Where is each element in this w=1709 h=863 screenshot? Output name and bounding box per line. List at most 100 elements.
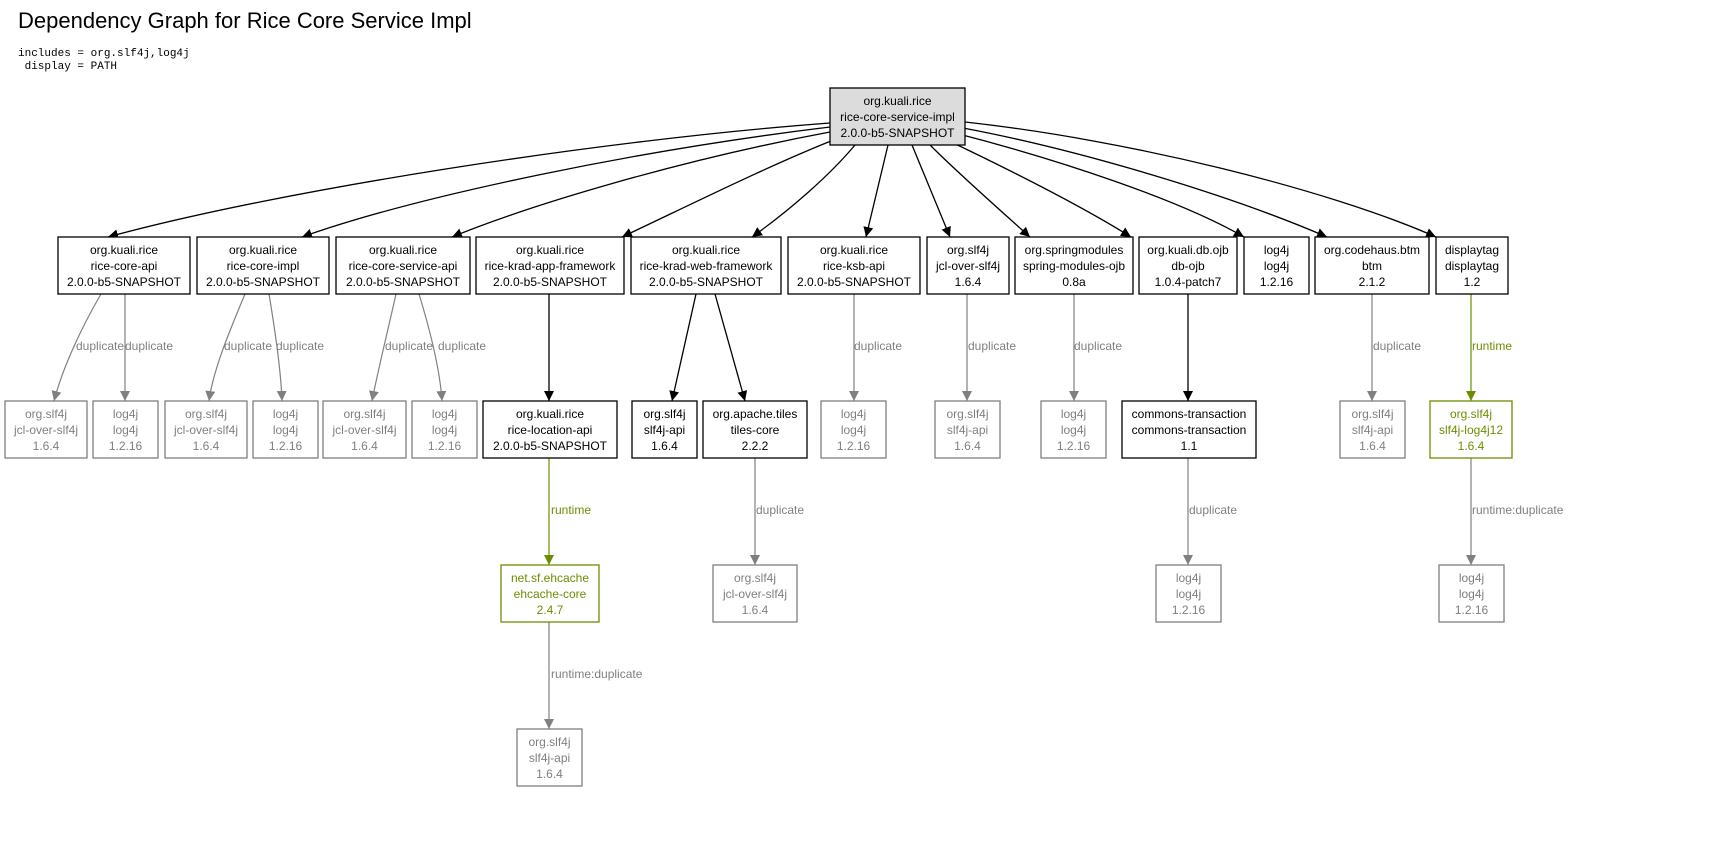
node-krad-web[interactable]: org.kuali.ricerice-krad-web-framework2.0…	[630, 236, 782, 295]
node-artifact-id: spring-modules-ojb	[1023, 259, 1125, 273]
node-version: 1.6.4	[651, 439, 678, 453]
node-group-id: org.kuali.rice	[90, 243, 158, 257]
node-box	[1014, 236, 1134, 295]
graph-parameters: includes = org.slf4j,log4j display = PAT…	[18, 48, 190, 74]
nodes-layer: org.kuali.ricerice-core-service-impl2.0.…	[4, 87, 1513, 787]
node-version: 1.2.16	[1260, 275, 1294, 289]
node-version: 2.0.0-b5-SNAPSHOT	[346, 275, 461, 289]
node-group-id: log4j	[1176, 571, 1201, 585]
node-group-id: org.slf4j	[643, 407, 685, 421]
node-box	[702, 400, 808, 459]
node-box	[252, 400, 319, 459]
edge-label: runtime	[551, 503, 591, 517]
node-location[interactable]: org.kuali.ricerice-location-api2.0.0-b5-…	[482, 400, 618, 459]
node-box	[926, 236, 1010, 295]
node-version: 1.6.4	[1359, 439, 1386, 453]
edge-line	[51, 293, 102, 402]
edge-label: runtime:duplicate	[551, 667, 643, 681]
node-artifact-id: jcl-over-slf4j	[173, 423, 238, 437]
node-version: 1.6.4	[193, 439, 220, 453]
node-artifact-id: log4j	[1176, 587, 1201, 601]
node-group-id: org.kuali.rice	[229, 243, 297, 257]
edge-core-impl-to-d4: duplicate	[268, 293, 324, 402]
node-group-id: org.slf4j	[947, 243, 989, 257]
node-core-service-api[interactable]: org.kuali.ricerice-core-service-api2.0.0…	[335, 236, 471, 295]
node-group-id: org.kuali.rice	[820, 243, 888, 257]
edge-line	[751, 144, 856, 238]
node-version: 1.6.4	[742, 603, 769, 617]
node-krad-app[interactable]: org.kuali.ricerice-krad-app-framework2.0…	[475, 236, 625, 295]
edge-root-to-krad-app	[621, 138, 837, 238]
node-box	[631, 400, 698, 459]
node-root[interactable]: org.kuali.ricerice-core-service-impl2.0.…	[829, 87, 966, 146]
node-version: 1.6.4	[954, 439, 981, 453]
node-artifact-id: log4j	[113, 423, 138, 437]
edge-krad-web-to-tiles	[714, 293, 748, 402]
edge-line	[944, 138, 1132, 238]
edge-label: duplicate	[756, 503, 804, 517]
node-group-id: org.slf4j	[946, 407, 988, 421]
node-box	[500, 564, 600, 623]
node-core-api[interactable]: org.kuali.ricerice-core-api2.0.0-b5-SNAP…	[57, 236, 191, 295]
node-version: 2.1.2	[1359, 275, 1386, 289]
edge-slf4jlog4j-to-d13: runtime:duplicate	[1466, 458, 1564, 565]
edge-line	[205, 293, 246, 402]
node-artifact-id: btm	[1362, 259, 1382, 273]
node-artifact-id: log4j	[1061, 423, 1086, 437]
node-version: 1.2.16	[837, 439, 871, 453]
node-group-id: org.kuali.rice	[672, 243, 740, 257]
node-artifact-id: jcl-over-slf4j	[722, 587, 787, 601]
node-group-id: log4j	[1061, 407, 1086, 421]
node-box	[712, 564, 798, 623]
node-box	[475, 236, 625, 295]
node-version: 2.0.0-b5-SNAPSHOT	[67, 275, 182, 289]
edge-root-to-ksb-api	[863, 144, 889, 238]
node-artifact-id: rice-ksb-api	[823, 259, 885, 273]
edge-root-to-log4j	[954, 132, 1245, 238]
node-group-id: org.kuali.rice	[516, 243, 584, 257]
edge-label: duplicate	[76, 339, 124, 353]
node-core-impl[interactable]: org.kuali.ricerice-core-impl2.0.0-b5-SNA…	[196, 236, 330, 295]
node-artifact-id: slf4j-api	[1352, 423, 1393, 437]
node-version: 1.2.16	[109, 439, 143, 453]
node-group-id: org.kuali.db.ojb	[1147, 243, 1229, 257]
edge-core-api-to-d1: duplicate	[51, 293, 124, 402]
edge-label: runtime	[1472, 339, 1512, 353]
node-artifact-id: displaytag	[1445, 259, 1499, 273]
node-artifact-id: log4j	[841, 423, 866, 437]
node-commons[interactable]: commons-transactioncommons-transaction1.…	[1121, 400, 1257, 459]
node-box	[1438, 564, 1505, 623]
edge-root-to-krad-web	[751, 144, 856, 238]
node-artifact-id: log4j	[432, 423, 457, 437]
node-ksb-api[interactable]: org.kuali.ricerice-ksb-api2.0.0-b5-SNAPS…	[787, 236, 921, 295]
node-group-id: commons-transaction	[1132, 407, 1247, 421]
node-version: 2.4.7	[537, 603, 564, 617]
edge-line	[714, 293, 748, 402]
edge-core-api-to-d2: duplicate	[120, 294, 173, 401]
